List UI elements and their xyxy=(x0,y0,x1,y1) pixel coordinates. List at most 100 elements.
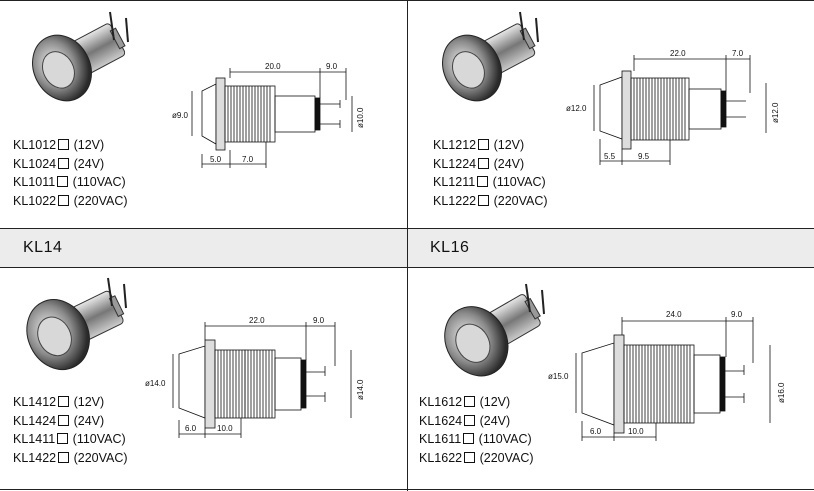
option-checkbox xyxy=(58,414,70,426)
dim-thread-len: 10.0 xyxy=(628,427,644,436)
model-spec: (12V) xyxy=(73,395,105,409)
model-code: KL1611 xyxy=(419,432,462,447)
dim-head-dia: ø12.0 xyxy=(566,104,587,113)
model-row: KL1211 (110VAC) xyxy=(433,173,548,192)
option-checkbox xyxy=(58,157,70,169)
model-code: KL1011 xyxy=(13,175,56,190)
model-row: KL1411 (110VAC) xyxy=(13,430,128,449)
dimension-drawing: 20.0 9.0 5.0 7.0 ø9.0 ø10.0 xyxy=(172,62,365,168)
panel-kl12: KL1212 (12V) KL1224 (24V) KL1211 (110VAC… xyxy=(408,1,814,228)
model-spec: (12V) xyxy=(479,395,511,409)
model-spec: (110VAC) xyxy=(72,175,126,190)
model-spec: (110VAC) xyxy=(492,175,546,190)
model-spec: (24V) xyxy=(73,413,105,428)
model-row: KL1622 (220VAC) xyxy=(419,449,534,468)
dim-tail: 9.0 xyxy=(313,316,325,325)
model-list: KL1412 (12V) KL1424 (24V) KL1411 (110VAC… xyxy=(13,393,128,468)
dim-tail: 9.0 xyxy=(731,310,743,319)
model-row: KL1024 (24V) xyxy=(13,155,128,174)
dim-head-dia: ø9.0 xyxy=(172,111,189,120)
option-checkbox xyxy=(464,452,476,464)
model-spec: (110VAC) xyxy=(72,432,126,447)
dim-tail: 9.0 xyxy=(326,62,338,71)
lamp-photo xyxy=(444,283,545,377)
top-border xyxy=(0,0,814,1)
dim-thread-len: 10.0 xyxy=(217,424,233,433)
dim-length: 24.0 xyxy=(666,310,682,319)
model-code: KL1412 xyxy=(13,395,57,409)
model-row: KL1611 (110VAC) xyxy=(419,430,534,449)
option-checkbox xyxy=(477,176,489,188)
option-checkbox xyxy=(57,433,69,445)
model-row: KL1412 (12V) xyxy=(13,393,128,412)
model-code: KL1422 xyxy=(13,451,57,466)
dim-body-dia: ø16.0 xyxy=(777,382,786,403)
model-row: KL1424 (24V) xyxy=(13,412,128,431)
model-row: KL1422 (220VAC) xyxy=(13,449,128,468)
model-list: KL1012 (12V) KL1024 (24V) KL1011 (110VAC… xyxy=(13,136,128,211)
model-spec: (24V) xyxy=(493,156,525,171)
model-code: KL1624 xyxy=(419,413,463,428)
lamp-photo xyxy=(32,11,129,102)
option-checkbox xyxy=(478,195,490,207)
model-spec: (24V) xyxy=(479,413,511,428)
option-checkbox xyxy=(478,139,490,150)
bottom-border xyxy=(0,489,814,490)
model-spec: (220VAC) xyxy=(479,451,534,466)
panel-kl16: KL1612 (12V) KL1624 (24V) KL1611 (110VAC… xyxy=(408,268,814,489)
model-code: KL1222 xyxy=(433,194,477,209)
model-spec: (12V) xyxy=(73,138,105,152)
series-label-kl16: KL16 xyxy=(430,239,470,256)
dim-head-len: 6.0 xyxy=(590,427,602,436)
option-checkbox xyxy=(464,396,476,407)
dim-body-dia: ø14.0 xyxy=(356,379,365,400)
dim-head-dia: ø15.0 xyxy=(548,372,569,381)
model-spec: (24V) xyxy=(73,156,105,171)
model-code: KL1212 xyxy=(433,138,477,152)
lamp-photo xyxy=(442,11,539,102)
dim-length: 22.0 xyxy=(249,316,265,325)
dim-thread-len: 7.0 xyxy=(242,155,254,164)
panel-kl14: KL1412 (12V) KL1424 (24V) KL1411 (110VAC… xyxy=(0,268,407,489)
dim-head-len: 6.0 xyxy=(185,424,197,433)
model-row: KL1012 (12V) xyxy=(13,136,128,155)
option-checkbox xyxy=(478,157,490,169)
model-spec: (220VAC) xyxy=(73,194,128,209)
dimension-drawing: 22.0 9.0 6.0 10.0 ø14.0 ø14.0 xyxy=(145,316,365,438)
dim-body-dia: ø12.0 xyxy=(771,102,780,123)
option-checkbox xyxy=(58,452,70,464)
model-row: KL1224 (24V) xyxy=(433,155,548,174)
model-row: KL1022 (220VAC) xyxy=(13,192,128,211)
model-spec: (220VAC) xyxy=(73,451,128,466)
option-checkbox xyxy=(58,396,70,407)
dim-body-dia: ø10.0 xyxy=(356,107,365,128)
model-code: KL1424 xyxy=(13,413,57,428)
model-row: KL1612 (12V) xyxy=(419,393,534,412)
series-label-kl14: KL14 xyxy=(23,239,63,256)
option-checkbox xyxy=(57,176,69,188)
model-code: KL1022 xyxy=(13,194,57,209)
dimension-drawing: 22.0 7.0 5.5 9.5 ø12.0 ø12.0 xyxy=(566,49,780,165)
dimension-drawing: 24.0 9.0 6.0 10.0 ø15.0 ø16.0 xyxy=(548,310,786,441)
model-row: KL1011 (110VAC) xyxy=(13,173,128,192)
model-code: KL1024 xyxy=(13,156,57,171)
model-row: KL1212 (12V) xyxy=(433,136,548,155)
option-checkbox xyxy=(464,414,476,426)
model-code: KL1012 xyxy=(13,138,57,152)
header-divider xyxy=(407,228,408,268)
model-code: KL1612 xyxy=(419,395,463,409)
dim-length: 20.0 xyxy=(265,62,281,71)
option-checkbox xyxy=(58,139,70,150)
model-row: KL1624 (24V) xyxy=(419,412,534,431)
model-list: KL1212 (12V) KL1224 (24V) KL1211 (110VAC… xyxy=(433,136,548,211)
dim-thread-len: 9.5 xyxy=(638,152,650,161)
model-spec: (110VAC) xyxy=(478,432,532,447)
panel-kl10: KL1012 (12V) KL1024 (24V) KL1011 (110VAC… xyxy=(0,1,407,228)
option-checkbox xyxy=(463,433,475,445)
lamp-photo xyxy=(26,277,127,371)
model-code: KL1622 xyxy=(419,451,463,466)
model-code: KL1411 xyxy=(13,432,56,447)
option-checkbox xyxy=(58,195,70,207)
model-code: KL1211 xyxy=(433,175,476,190)
dim-tail: 7.0 xyxy=(732,49,744,58)
